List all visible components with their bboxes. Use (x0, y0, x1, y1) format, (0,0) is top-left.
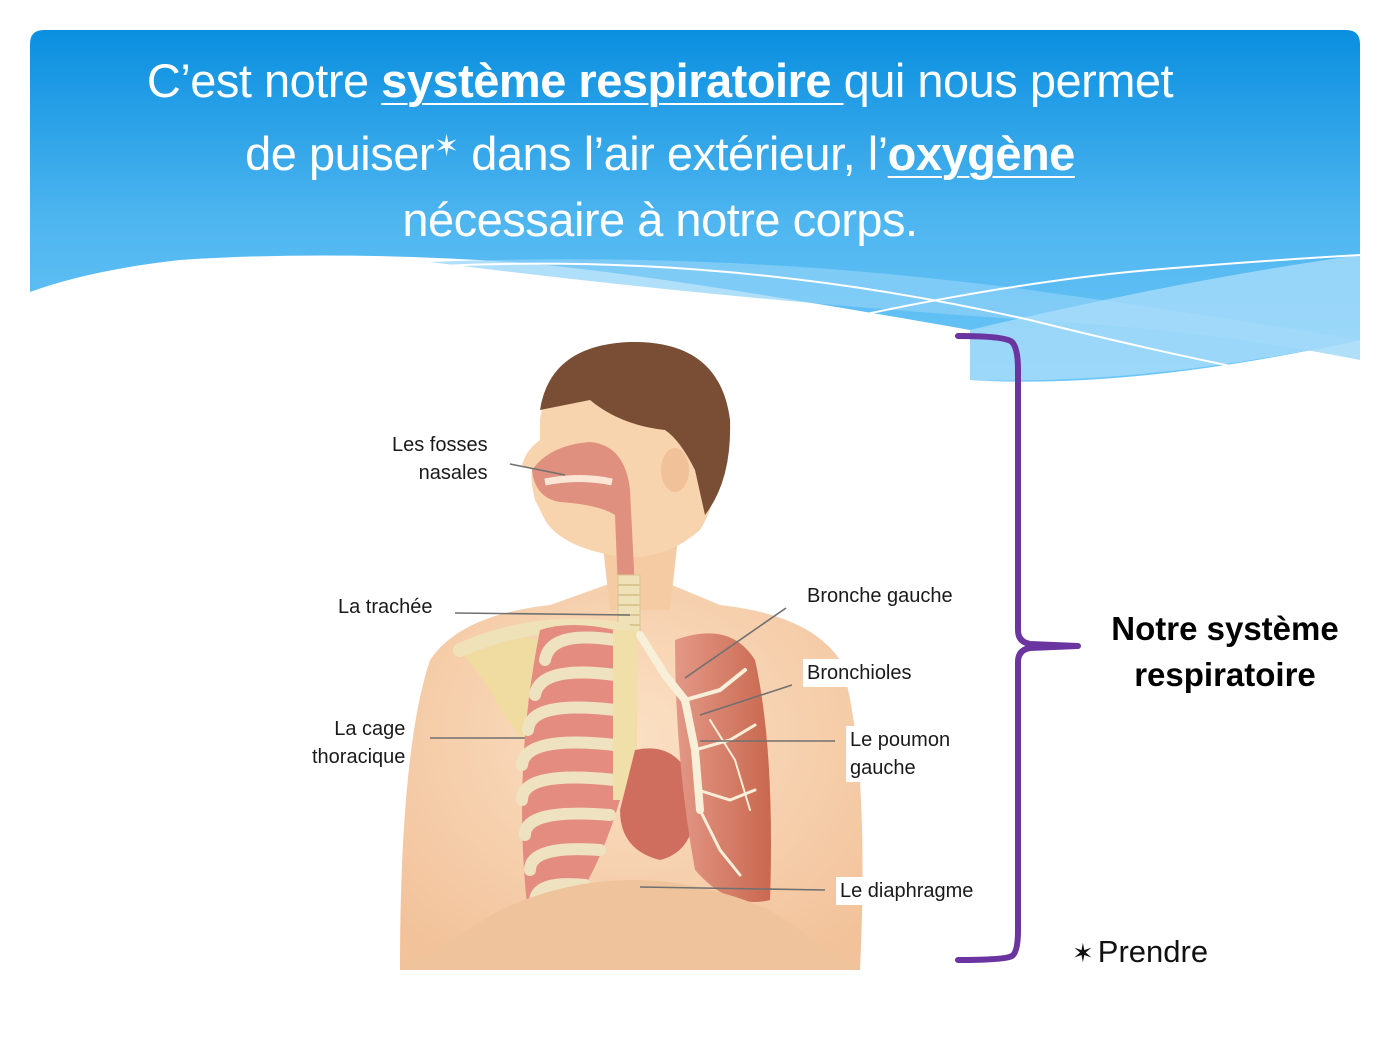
label-diaphragme: Le diaphragme (836, 877, 978, 905)
asterisk-icon: ✶ (434, 130, 459, 163)
label-bronchioles: Bronchioles (803, 659, 916, 687)
label-fosses-nasales: Les fosses nasales (388, 431, 492, 487)
keyword-oxygene: oxygène (887, 127, 1076, 180)
footnote-definition: ✶Prendre (1072, 934, 1209, 969)
keyword-systeme-respiratoire: système respiratoire (381, 54, 844, 107)
header-banner (30, 30, 1360, 390)
human-torso-illustration (400, 341, 863, 970)
bracket-caption: Notre système respiratoire (1111, 610, 1339, 693)
wave-background (30, 30, 1360, 382)
label-bronche-gauche: Bronche gauche (803, 582, 957, 610)
slide-title: C’est notre système respiratoire qui nou… (30, 48, 1290, 253)
label-trachee: La trachée (334, 593, 437, 621)
title-line-3: nécessaire à notre corps. (402, 193, 918, 246)
title-line-2: de puiser✶ dans l’air extérieur, l’oxygè… (245, 127, 1076, 180)
respiratory-system-illustration: Les fosses nasales La trachée La cage th… (300, 330, 1000, 980)
label-poumon-gauche: Le poumon gauche (846, 726, 955, 782)
label-cage-thoracique: La cage thoracique (308, 715, 410, 771)
title-line-1: C’est notre système respiratoire qui nou… (146, 54, 1174, 107)
asterisk-icon: ✶ (1072, 938, 1094, 968)
curly-brace (955, 333, 1081, 963)
